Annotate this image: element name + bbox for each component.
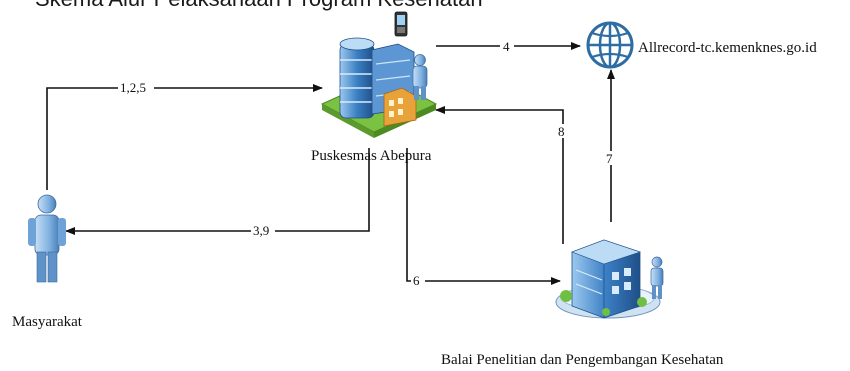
person-icon bbox=[412, 54, 428, 100]
website-label: Allrecord-tc.kemenknes.go.id bbox=[638, 40, 817, 56]
edge-8-label-bg bbox=[555, 124, 569, 138]
edge-7: 7 bbox=[603, 69, 617, 222]
puskesmas-node: Puskesmas Abepura bbox=[311, 11, 438, 164]
balai-label: Balai Penelitian dan Pengembangan Keseha… bbox=[441, 352, 724, 368]
edge-4-label: 4 bbox=[503, 39, 510, 54]
edge-4: 4 bbox=[436, 39, 581, 54]
masyarakat-node: Masyarakat bbox=[12, 194, 83, 330]
edge-6-line bbox=[406, 148, 561, 285]
edge-3-9-label-bg bbox=[251, 223, 275, 237]
edge-4-label-bg bbox=[500, 39, 514, 53]
masyarakat-label: Masyarakat bbox=[12, 314, 83, 330]
edge-6: 6 bbox=[406, 148, 561, 288]
balai-node: Balai Penelitian dan Pengembangan Keseha… bbox=[441, 239, 724, 368]
edge-8: 8 bbox=[435, 106, 569, 244]
edge-6-label-bg bbox=[411, 273, 425, 287]
cut-off-title: Skema Alur Pelaksanaan Program Kesehatan bbox=[35, 0, 483, 11]
edge-7-label-bg bbox=[603, 151, 617, 165]
edge-6-label: 6 bbox=[413, 273, 420, 288]
edge-3-9-line bbox=[65, 148, 370, 235]
edge-1-2-5-label: 1,2,5 bbox=[120, 80, 146, 95]
edge-1-2-5-line bbox=[46, 84, 323, 190]
puskesmas-label: Puskesmas Abepura bbox=[311, 148, 432, 164]
person-icon bbox=[650, 256, 664, 299]
edge-8-label: 8 bbox=[558, 124, 565, 139]
person-icon bbox=[28, 194, 66, 283]
hospital-building-icon bbox=[320, 37, 438, 138]
office-building-icon bbox=[555, 239, 661, 319]
edge-3-9: 3,9 bbox=[65, 148, 370, 238]
edge-1-2-5: 1,2,5 bbox=[46, 80, 323, 190]
edge-3-9-label: 3,9 bbox=[253, 223, 269, 238]
website-node: Allrecord-tc.kemenknes.go.id bbox=[586, 21, 817, 69]
edge-1-2-5-label-bg bbox=[118, 80, 154, 94]
mobile-phone-icon bbox=[394, 11, 408, 37]
edge-8-line bbox=[435, 106, 564, 244]
globe-icon bbox=[586, 21, 634, 69]
edge-7-label: 7 bbox=[606, 151, 613, 166]
